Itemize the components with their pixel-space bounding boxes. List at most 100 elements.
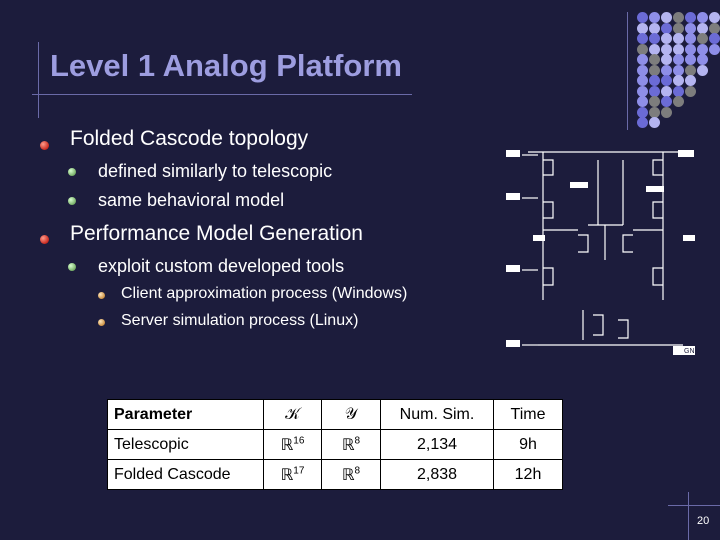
sub-bullet-exploit: exploit custom developed tools [98,256,345,276]
decorative-dot [637,64,648,76]
title-left-rule [38,42,39,118]
bullet-icon [40,141,49,150]
decorative-dot [697,22,708,34]
decorative-dot [649,22,660,34]
decorative-dot [637,22,648,34]
decorative-dot [649,85,660,97]
y-base: ℝ [341,466,355,484]
bullet-icon [68,197,76,205]
y-exp: 8 [354,465,361,477]
bullet-icon [98,319,105,326]
decorative-dot [673,43,684,55]
decorative-dot [649,64,660,76]
decorative-dot [697,33,708,44]
decorative-dot [709,43,720,55]
decorative-dot [685,85,696,97]
decorative-dot [661,43,672,55]
table-header-row: Parameter 𝒦 𝒴 Num. Sim. Time [107,399,563,430]
header-time: Time [493,399,563,430]
row-num-sim: 2,134 [380,429,494,460]
sub-bullet-defined: defined similarly to telescopic [98,161,333,181]
decorative-dot [661,64,672,76]
decorative-dot [673,33,684,44]
decorative-dot [685,33,696,44]
decorative-dot [709,22,720,34]
decorative-dot [685,43,696,55]
top-right-rule [627,12,628,130]
decorative-dot [637,43,648,55]
decorative-dot [697,54,708,65]
bottom-right-rule [688,492,689,540]
bullet-icon [68,263,76,271]
decorative-dot [661,22,672,34]
decorative-dot [649,54,660,65]
sub-bullet-behavioral: same behavioral model [98,190,285,210]
table-row: Telescopic ℝ16 ℝ8 2,134 9h [107,429,563,460]
decorative-dot [673,96,684,107]
decorative-dot [685,75,696,86]
decorative-dot [661,85,672,97]
decorative-dot [637,96,648,107]
k-exp: 17 [293,465,305,477]
decorative-dot [697,64,708,76]
header-parameter: Parameter [107,399,264,430]
decorative-dot [685,64,696,76]
row-time: 12h [493,459,563,490]
decorative-dot [649,12,660,23]
bottom-right-underline [668,505,720,506]
decorative-dot [697,43,708,55]
decorative-dot [649,117,660,128]
decorative-dot [673,12,684,23]
sub-sub-bullet-client: Client approximation process (Windows) [121,285,408,302]
decorative-dot [661,33,672,44]
decorative-dot [637,106,648,118]
decorative-dot [673,22,684,34]
k-base: ℝ [280,436,294,454]
row-y: ℝ8 [321,459,381,490]
performance-table: Parameter 𝒦 𝒴 Num. Sim. Time Telescopic … [107,399,563,490]
header-k: 𝒦 [263,399,322,430]
decorative-dot [661,106,672,118]
decorative-dot [673,85,684,97]
decorative-dot [649,106,660,118]
y-base: ℝ [341,436,355,454]
row-y: ℝ8 [321,429,381,460]
decorative-dot [661,12,672,23]
decorative-dot [637,54,648,65]
gnd-label: GND [684,348,700,355]
row-time: 9h [493,429,563,460]
decorative-dot [697,12,708,23]
decorative-dot [673,64,684,76]
row-name: Telescopic [107,429,264,460]
decorative-dot [673,54,684,65]
decorative-dot [661,96,672,107]
decorative-dot [709,33,720,44]
sub-sub-bullet-server: Server simulation process (Linux) [121,312,359,329]
decorative-dot [637,12,648,23]
k-exp: 16 [293,435,305,447]
k-base: ℝ [280,466,294,484]
decorative-dot [709,12,720,23]
decorative-dot [685,54,696,65]
table-row: Folded Cascode ℝ17 ℝ8 2,838 12h [107,459,563,490]
bullet-icon [98,292,105,299]
decorative-dot [637,33,648,44]
decorative-dot [637,85,648,97]
bullet-icon [68,168,76,176]
decorative-dot [685,12,696,23]
bullet-folded-cascode: Folded Cascode topology [70,127,309,150]
row-num-sim: 2,838 [380,459,494,490]
bullet-icon [40,235,49,244]
decorative-dot [673,75,684,86]
decorative-dot [637,75,648,86]
header-y: 𝒴 [321,399,381,430]
folded-cascode-schematic: GND [506,150,700,355]
decorative-dot [649,75,660,86]
row-k: ℝ16 [263,429,322,460]
y-exp: 8 [354,435,361,447]
row-k: ℝ17 [263,459,322,490]
decorative-dot [661,54,672,65]
bullet-performance-model: Performance Model Generation [70,222,363,245]
row-name: Folded Cascode [107,459,264,490]
decorative-dot [649,43,660,55]
